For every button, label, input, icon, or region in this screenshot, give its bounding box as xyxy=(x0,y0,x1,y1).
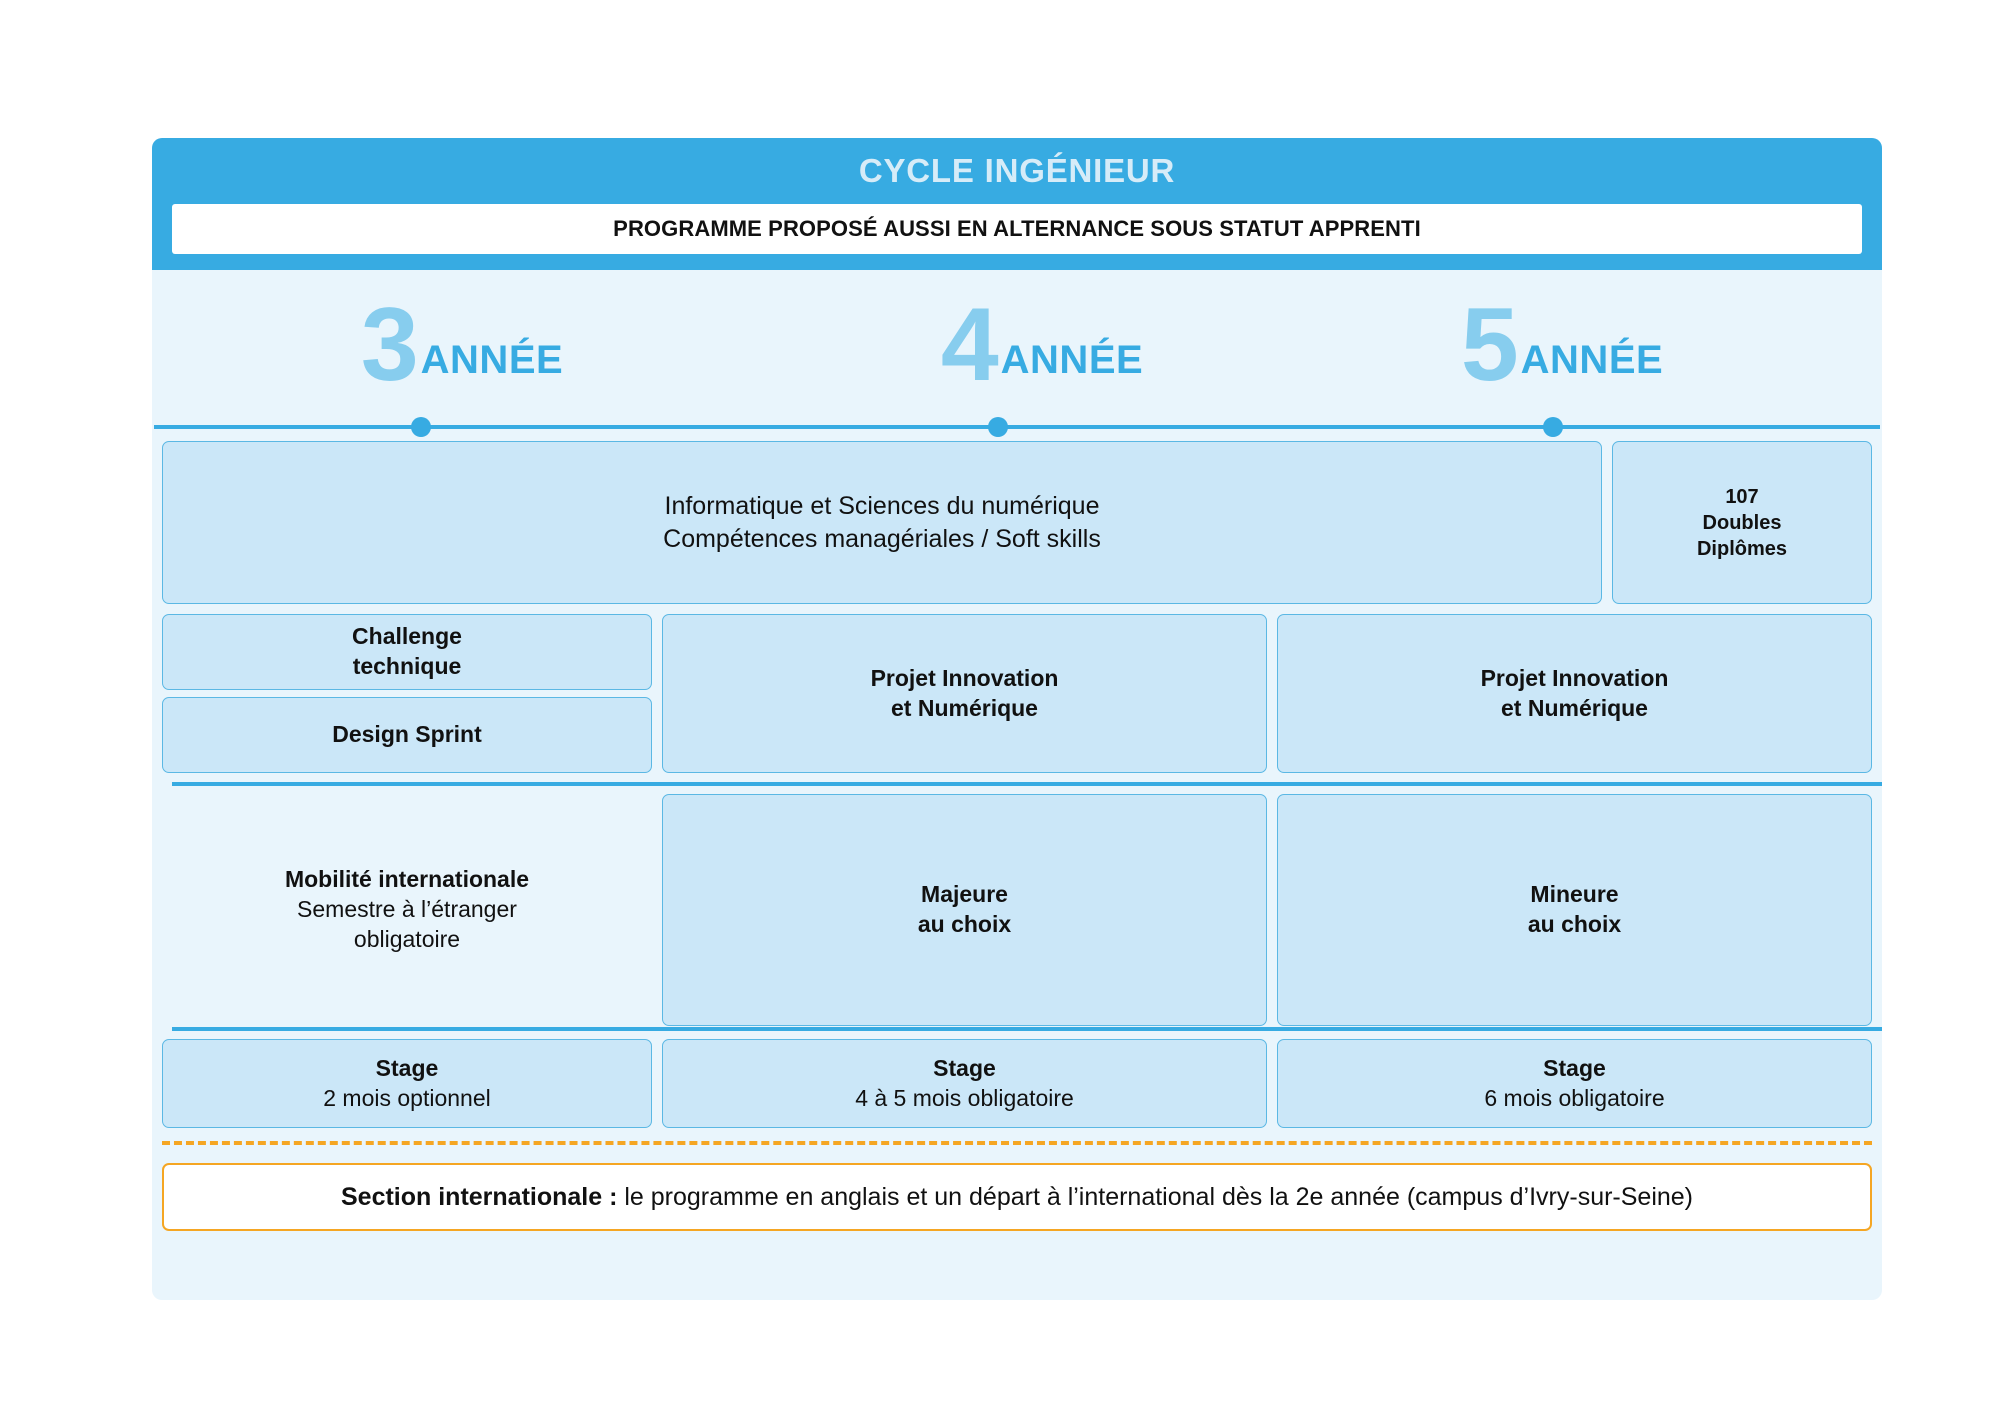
mineure-box: Mineure au choix xyxy=(1277,794,1872,1026)
core-curriculum-line2: Compétences managériales / Soft skills xyxy=(663,524,1101,553)
stage-y3-detail: 2 mois optionnel xyxy=(323,1084,491,1111)
challenge-line1: Challenge xyxy=(352,623,462,650)
program-infographic: CYCLE INGÉNIEUR PROGRAMME PROPOSÉ AUSSI … xyxy=(152,138,1882,1300)
challenge-technique-box: Challenge technique xyxy=(162,614,652,690)
section-internationale-body: le programme en anglais et un départ à l… xyxy=(617,1182,1694,1211)
projet-innovation-year4-box: Projet Innovation et Numérique xyxy=(662,614,1267,773)
stage-year5-box: Stage 6 mois obligatoire xyxy=(1277,1039,1872,1128)
year-number-4: 4 xyxy=(940,287,999,404)
page-title: CYCLE INGÉNIEUR xyxy=(858,152,1176,189)
mobilite-internationale-box: Mobilité internationale Semestre à l’étr… xyxy=(162,794,652,1026)
apprenticeship-banner: PROGRAMME PROPOSÉ AUSSI EN ALTERNANCE SO… xyxy=(172,204,1862,254)
orange-dashed-divider xyxy=(162,1141,1872,1145)
year-word-5: ANNÉE xyxy=(1520,337,1664,382)
timeline-dot-year4 xyxy=(988,417,1008,437)
stage-y5-title: Stage xyxy=(1543,1054,1606,1081)
mobility-title: Mobilité internationale xyxy=(284,866,530,893)
stage-year4-box: Stage 4 à 5 mois obligatoire xyxy=(662,1039,1267,1128)
section-internationale-banner: Section internationale : le programme en… xyxy=(162,1163,1872,1231)
core-curriculum-box: Informatique et Sciences du numérique Co… xyxy=(162,441,1602,604)
mineure-line1: Mineure xyxy=(1530,881,1619,908)
stage-y3-title: Stage xyxy=(375,1054,439,1081)
stage-year3-box: Stage 2 mois optionnel xyxy=(162,1039,652,1128)
stage-y4-detail: 4 à 5 mois obligatoire xyxy=(855,1084,1074,1111)
stage-y5-detail: 6 mois obligatoire xyxy=(1484,1084,1665,1111)
timeline xyxy=(152,415,1882,439)
section-internationale-label: Section internationale : xyxy=(340,1182,618,1211)
projet-innovation-y4-line1: Projet Innovation xyxy=(870,664,1059,691)
majeure-line1: Majeure xyxy=(921,881,1008,908)
year-label-4: 4 ANNÉE xyxy=(832,270,1252,418)
projet-innovation-y5-line2: et Numérique xyxy=(1501,694,1648,721)
design-sprint-label: Design Sprint xyxy=(332,721,482,748)
year-label-5: 5 ANNÉE xyxy=(1352,270,1772,418)
double-degrees-count: 107 xyxy=(1725,485,1759,508)
row-separator-2 xyxy=(172,1027,1882,1031)
projet-innovation-year5-box: Projet Innovation et Numérique xyxy=(1277,614,1872,773)
year-number-3: 3 xyxy=(360,287,419,404)
year-word-4: ANNÉE xyxy=(1000,337,1144,382)
year-word-3: ANNÉE xyxy=(420,337,564,382)
core-curriculum-line1: Informatique et Sciences du numérique xyxy=(664,492,1100,520)
mobility-line1: Semestre à l’étranger xyxy=(297,896,517,923)
years-row: 3 ANNÉE 4 ANNÉE 5 ANNÉE xyxy=(152,270,1882,418)
double-degrees-box: 107 Doubles Diplômes xyxy=(1612,441,1872,604)
section-internationale-text: Section internationale : le programme en… xyxy=(341,1183,1693,1212)
majeure-line2: au choix xyxy=(917,911,1012,937)
challenge-line2: technique xyxy=(352,653,462,679)
year-label-3: 3 ANNÉE xyxy=(252,270,672,418)
projet-innovation-y4-line2: et Numérique xyxy=(891,694,1038,721)
row-separator-1 xyxy=(172,782,1882,786)
mineure-line2: au choix xyxy=(1527,911,1622,937)
mobility-line2: obligatoire xyxy=(353,925,461,952)
timeline-line xyxy=(154,425,1880,429)
stage-y4-title: Stage xyxy=(933,1054,996,1081)
design-sprint-box: Design Sprint xyxy=(162,697,652,773)
majeure-box: Majeure au choix xyxy=(662,794,1267,1026)
double-degrees-line1: Doubles xyxy=(1702,511,1782,534)
header-bar: CYCLE INGÉNIEUR PROGRAMME PROPOSÉ AUSSI … xyxy=(152,138,1882,270)
apprenticeship-banner-text: PROGRAMME PROPOSÉ AUSSI EN ALTERNANCE SO… xyxy=(613,216,1421,241)
timeline-dot-year3 xyxy=(411,417,431,437)
projet-innovation-y5-line1: Projet Innovation xyxy=(1480,664,1669,691)
double-degrees-line2: Diplômes xyxy=(1696,537,1788,560)
year-number-5: 5 xyxy=(1460,287,1519,404)
timeline-dot-year5 xyxy=(1543,417,1563,437)
